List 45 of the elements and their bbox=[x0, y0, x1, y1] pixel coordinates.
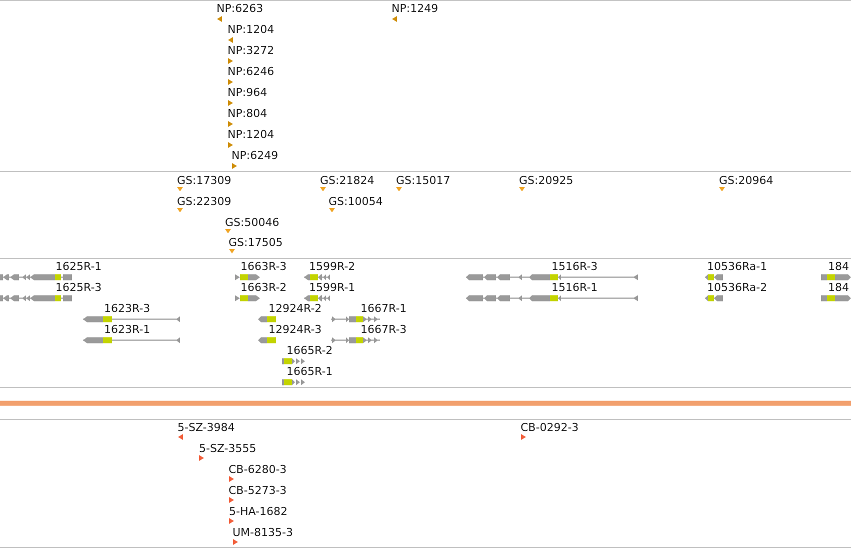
feature-label: NP:3272 bbox=[228, 44, 274, 58]
feature-label: GS:17309 bbox=[177, 174, 232, 187]
feature-label: GS:15017 bbox=[396, 174, 450, 187]
feature-label: NP:6249 bbox=[232, 149, 278, 162]
transcript-label: 1665R-2 bbox=[286, 344, 333, 358]
transcript-label: 1599R-1 bbox=[309, 281, 356, 294]
feature-label: GS:17505 bbox=[228, 236, 283, 250]
transcript-label: 184 bbox=[828, 281, 849, 294]
transcript-label: 1663R-2 bbox=[240, 281, 287, 294]
feature-label: NP:6246 bbox=[228, 65, 274, 78]
feature-label: 5-SZ-3984 bbox=[178, 421, 235, 434]
transcript-label: 1516R-1 bbox=[552, 281, 598, 294]
feature-label: GS:10054 bbox=[328, 194, 383, 208]
transcript-label: 1667R-3 bbox=[360, 323, 407, 336]
feature-label: GS:21824 bbox=[320, 174, 374, 187]
feature-label: CB-5273-3 bbox=[228, 484, 287, 498]
feature-label: NP:6263 bbox=[216, 2, 264, 16]
transcript-label: 1663R-3 bbox=[240, 260, 287, 274]
feature-label: NP:804 bbox=[228, 107, 268, 120]
feature-label: 5-HA-1682 bbox=[229, 505, 288, 518]
feature-label: NP:1249 bbox=[392, 2, 438, 16]
feature-label: NP:1204 bbox=[228, 23, 274, 36]
transcript-label: 12924R-2 bbox=[268, 302, 322, 316]
transcript-label: 10536Ra-2 bbox=[707, 281, 768, 294]
transcript-label: 12924R-3 bbox=[268, 323, 322, 336]
transcript-label: 184 bbox=[828, 260, 849, 274]
feature-label: CB-0292-3 bbox=[520, 421, 579, 434]
transcript-label: 1667R-1 bbox=[360, 302, 407, 316]
feature-label: 5-SZ-3555 bbox=[199, 442, 256, 456]
feature-label: GS:20925 bbox=[519, 174, 574, 187]
transcript-label: 1516R-3 bbox=[552, 260, 598, 274]
feature-label: NP:1204 bbox=[228, 128, 274, 142]
feature-label: UM-8135-3 bbox=[232, 526, 293, 540]
transcript-label: 1623R-1 bbox=[104, 323, 150, 336]
transcript-label: 1625R-3 bbox=[56, 281, 102, 294]
transcript-label: 1623R-3 bbox=[104, 302, 150, 316]
feature-label: NP:964 bbox=[228, 86, 268, 100]
feature-label: CB-6280-3 bbox=[228, 463, 287, 476]
transcript-label: 1665R-1 bbox=[286, 365, 333, 378]
transcript-label: 1625R-1 bbox=[56, 260, 102, 274]
feature-label: GS:22309 bbox=[177, 194, 232, 208]
transcript-label: 10536Ra-1 bbox=[707, 260, 768, 274]
feature-label: GS:20964 bbox=[719, 174, 774, 187]
transcript-label: 1599R-2 bbox=[309, 260, 356, 274]
feature-label: GS:50046 bbox=[225, 216, 280, 229]
